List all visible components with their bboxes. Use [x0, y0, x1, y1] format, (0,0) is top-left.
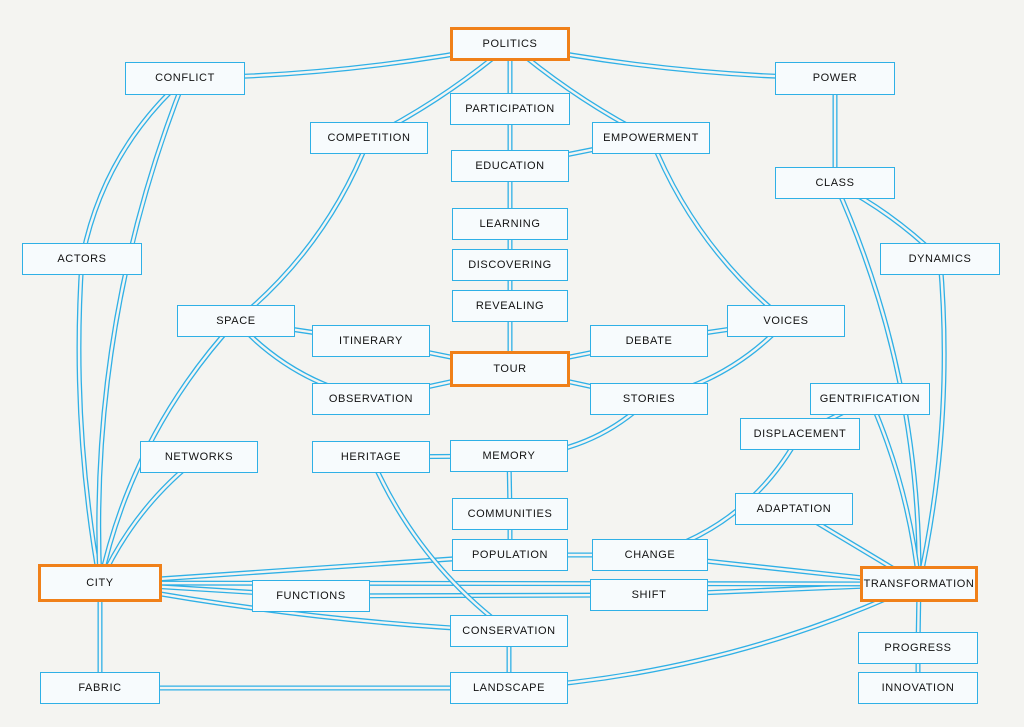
node-debate[interactable]: DEBATE — [590, 325, 708, 357]
node-label: POWER — [812, 72, 858, 84]
node-politics[interactable]: POLITICS — [450, 27, 570, 61]
node-label: EDUCATION — [475, 160, 545, 172]
node-label: COMPETITION — [327, 132, 411, 144]
node-displacement[interactable]: DISPLACEMENT — [740, 418, 860, 450]
node-label: LEARNING — [479, 218, 541, 230]
node-space[interactable]: SPACE — [177, 305, 295, 337]
node-label: DISPLACEMENT — [753, 428, 847, 440]
node-label: STORIES — [622, 393, 676, 405]
node-communities[interactable]: COMMUNITIES — [452, 498, 568, 530]
node-stories[interactable]: STORIES — [590, 383, 708, 415]
edge-core-dynamics-transformation — [917, 258, 946, 585]
node-revealing[interactable]: REVEALING — [452, 290, 568, 322]
node-progress[interactable]: PROGRESS — [858, 632, 978, 664]
node-label: DYNAMICS — [908, 253, 972, 265]
node-change[interactable]: CHANGE — [592, 539, 708, 571]
node-competition[interactable]: COMPETITION — [310, 122, 428, 154]
edge-core-city-transformation — [99, 581, 920, 586]
node-class[interactable]: CLASS — [775, 167, 895, 199]
node-city[interactable]: CITY — [38, 564, 162, 602]
node-functions[interactable]: FUNCTIONS — [252, 580, 370, 612]
node-label: MEMORY — [482, 450, 536, 462]
node-actors[interactable]: ACTORS — [22, 243, 142, 275]
node-label: ITINERARY — [339, 335, 403, 347]
node-label: FUNCTIONS — [276, 590, 346, 602]
node-label: CITY — [86, 577, 114, 589]
node-label: OBSERVATION — [328, 393, 414, 405]
node-label: CHANGE — [624, 549, 676, 561]
node-label: PROGRESS — [884, 642, 952, 654]
node-label: HERITAGE — [340, 451, 402, 463]
edge-core-conflict-actors — [80, 77, 186, 260]
edge-core-conflict-city — [97, 77, 187, 584]
node-empowerment[interactable]: EMPOWERMENT — [592, 122, 710, 154]
edge-core-gentrification-transformation — [868, 398, 921, 585]
node-label: INNOVATION — [881, 682, 955, 694]
edge-core-competition-space — [235, 137, 371, 322]
node-label: CLASS — [815, 177, 855, 189]
node-transformation[interactable]: TRANSFORMATION — [860, 566, 978, 602]
node-label: ACTORS — [57, 253, 107, 265]
node-landscape[interactable]: LANDSCAPE — [450, 672, 568, 704]
node-label: SPACE — [216, 315, 256, 327]
node-label: POPULATION — [471, 549, 549, 561]
edge-core-heritage-conservation — [369, 456, 510, 632]
node-label: DISCOVERING — [468, 259, 552, 271]
node-conflict[interactable]: CONFLICT — [125, 61, 245, 95]
node-networks[interactable]: NETWORKS — [140, 441, 258, 473]
node-voices[interactable]: VOICES — [727, 305, 845, 337]
node-label: FABRIC — [78, 682, 122, 694]
node-label: GENTRIFICATION — [819, 393, 921, 405]
node-observation[interactable]: OBSERVATION — [312, 383, 430, 415]
node-heritage[interactable]: HERITAGE — [312, 441, 430, 473]
node-label: POLITICS — [482, 38, 538, 50]
node-power[interactable]: POWER — [775, 61, 895, 95]
node-participation[interactable]: PARTICIPATION — [450, 93, 570, 125]
node-label: VOICES — [763, 315, 809, 327]
node-dynamics[interactable]: DYNAMICS — [880, 243, 1000, 275]
node-label: COMMUNITIES — [467, 508, 553, 520]
node-tour[interactable]: TOUR — [450, 351, 570, 387]
node-label: LANDSCAPE — [472, 682, 546, 694]
node-memory[interactable]: MEMORY — [450, 440, 568, 472]
edge-core-actors-city — [77, 258, 102, 584]
edge-core-class-transformation — [833, 182, 921, 585]
node-label: CONSERVATION — [462, 625, 556, 637]
node-label: CONFLICT — [155, 72, 215, 84]
node-education[interactable]: EDUCATION — [451, 150, 569, 182]
node-label: ADAPTATION — [756, 503, 832, 515]
node-conservation[interactable]: CONSERVATION — [450, 615, 568, 647]
node-population[interactable]: POPULATION — [452, 539, 568, 571]
edge-core-empowerment-voices — [649, 137, 787, 322]
node-label: DEBATE — [625, 335, 673, 347]
node-learning[interactable]: LEARNING — [452, 208, 568, 240]
node-label: NETWORKS — [164, 451, 234, 463]
node-fabric[interactable]: FABRIC — [40, 672, 160, 704]
node-label: TRANSFORMATION — [863, 578, 975, 590]
node-innovation[interactable]: INNOVATION — [858, 672, 978, 704]
node-label: REVEALING — [475, 300, 545, 312]
node-label: SHIFT — [631, 589, 667, 601]
node-label: EMPOWERMENT — [603, 132, 699, 144]
node-discovering[interactable]: DISCOVERING — [452, 249, 568, 281]
node-gentrification[interactable]: GENTRIFICATION — [810, 383, 930, 415]
node-adaptation[interactable]: ADAPTATION — [735, 493, 853, 525]
node-shift[interactable]: SHIFT — [590, 579, 708, 611]
node-label: PARTICIPATION — [465, 103, 555, 115]
node-itinerary[interactable]: ITINERARY — [312, 325, 430, 357]
node-label: TOUR — [493, 363, 527, 375]
